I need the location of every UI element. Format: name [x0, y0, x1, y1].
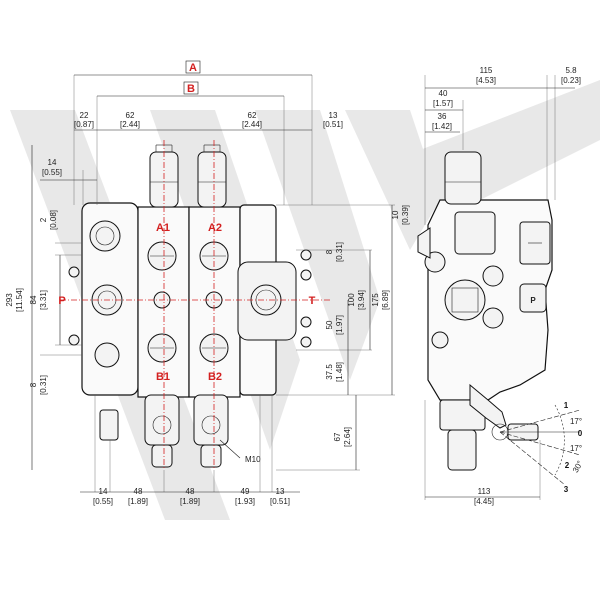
side-spool-cap [444, 151, 482, 205]
dim-5-8-in: [0.23] [561, 76, 581, 85]
dim-2: 2 [39, 217, 48, 222]
side-port-mark: P [530, 296, 536, 305]
lever-pos-3: 3 [564, 485, 569, 494]
dim-36-in: [1.42] [432, 122, 452, 131]
dim-113: 113 [478, 487, 491, 496]
dim-8-left: 8 [29, 382, 38, 387]
dim-115-in: [4.53] [476, 76, 496, 85]
dim-13-top: 13 [329, 111, 338, 120]
dim-label-a: A [189, 62, 197, 74]
dim-175-in: [6.89] [381, 290, 390, 310]
dim-8-left-in: [0.31] [39, 375, 48, 395]
port-label-p: P [58, 295, 65, 307]
dim-37-5: 37.5 [325, 364, 334, 380]
lever-pos-1: 1 [564, 401, 569, 410]
dim-67-in: [2.64] [343, 427, 352, 447]
port-label-a1: A1 [156, 222, 170, 234]
dim-175: 175 [371, 293, 380, 307]
dim-14-top: 14 [48, 158, 57, 167]
lever-angle-3: 30° [571, 459, 585, 474]
dim-8-right-in: [0.31] [335, 242, 344, 262]
lever-pos-0: 0 [578, 429, 583, 438]
side-view: P 1 0 2 3 17° 17° 30° 115 [4.53] 5.8 [0.… [417, 66, 585, 506]
dim-22-in: [0.87] [74, 120, 94, 129]
dim-14-bottom-in: [0.55] [93, 497, 113, 506]
dim-62b-in: [2.44] [242, 120, 262, 129]
dim-48a: 48 [134, 487, 143, 496]
dim-62b: 62 [248, 111, 257, 120]
dim-40: 40 [439, 89, 448, 98]
thread-callout: M10 [245, 455, 261, 464]
dim-36: 36 [438, 112, 447, 121]
dim-115: 115 [480, 66, 493, 75]
dim-50-in: [1.97] [335, 315, 344, 335]
dim-62a: 62 [126, 111, 135, 120]
dim-13-bottom-in: [0.51] [270, 497, 290, 506]
dim-8-right: 8 [325, 249, 334, 254]
dim-14-top-in: [0.55] [42, 168, 62, 177]
lever-angle-2: 17° [570, 444, 582, 453]
dim-22: 22 [80, 111, 89, 120]
dim-62a-in: [2.44] [120, 120, 140, 129]
dim-50: 50 [325, 320, 334, 329]
relief-valve [99, 409, 119, 441]
dim-293-in: [11.54] [15, 288, 24, 312]
dim-14-bottom: 14 [99, 487, 108, 496]
dim-13-top-in: [0.51] [323, 120, 343, 129]
port-label-b1: B1 [156, 371, 170, 383]
dim-10: 10 [391, 210, 400, 219]
port-label-b2: B2 [208, 371, 222, 383]
dim-10-in: [0.39] [401, 205, 410, 225]
front-dimensions: A B 22 [0.87] 62 [2.44] 62 [2.44] 13 [0.… [5, 60, 410, 506]
dim-84-in: [3.31] [39, 290, 48, 310]
port-label-a2: A2 [208, 222, 222, 234]
dim-100-in: [3.94] [357, 290, 366, 310]
dim-49: 49 [241, 487, 250, 496]
dim-label-b: B [187, 83, 195, 95]
dim-67: 67 [333, 432, 342, 441]
dim-40-in: [1.57] [433, 99, 453, 108]
dim-84: 84 [29, 295, 38, 304]
dim-100: 100 [347, 293, 356, 307]
dim-5-8: 5.8 [565, 66, 577, 75]
spool-cap-top-2 [197, 151, 227, 208]
dim-2-in: [0.08] [49, 210, 58, 230]
lever-angle-1: 17° [570, 417, 582, 426]
dim-48b: 48 [186, 487, 195, 496]
dim-49-in: [1.93] [235, 497, 255, 506]
lever-pos-2: 2 [565, 461, 570, 470]
dim-37-5-in: [1.48] [335, 362, 344, 382]
spool-end-bottom-2 [193, 394, 229, 446]
port-circle [89, 220, 121, 252]
port-label-t: T [309, 295, 316, 307]
dim-113-in: [4.45] [474, 497, 494, 506]
dim-293: 293 [5, 293, 14, 307]
dim-13-bottom: 13 [276, 487, 285, 496]
front-view [60, 140, 330, 470]
spool-end-bottom-1 [144, 394, 180, 446]
dim-48a-in: [1.89] [128, 497, 148, 506]
dim-48b-in: [1.89] [180, 497, 200, 506]
